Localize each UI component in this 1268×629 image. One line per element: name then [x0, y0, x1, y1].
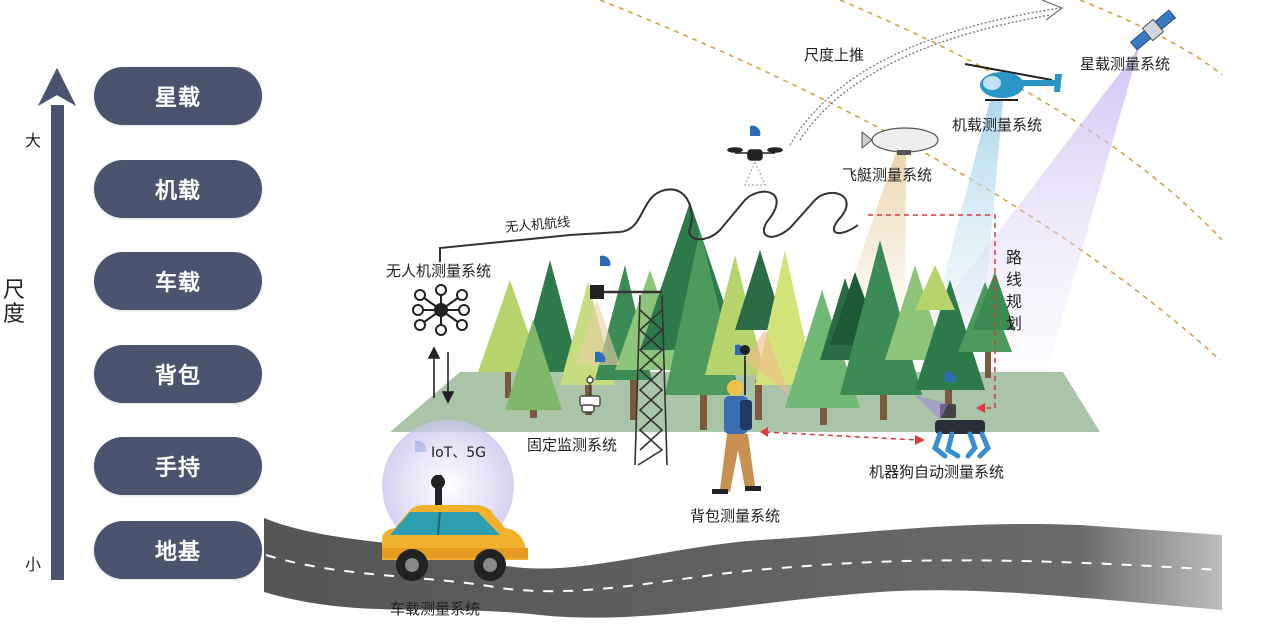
satellite-system-label: 星载测量系统 [1080, 55, 1171, 73]
level-pill-backpack: 背包 [94, 345, 262, 403]
satellite-icon [1129, 9, 1177, 51]
level-pill-handheld: 手持 [94, 437, 262, 495]
route-arrowhead-backpack [760, 427, 768, 437]
orbit-lines [599, 0, 1223, 361]
route-planning-path [764, 214, 996, 441]
survey-car-icon [382, 475, 528, 581]
airship-system-label: 飞艇测量系统 [842, 166, 933, 184]
small-drone-beam [744, 160, 766, 186]
airship-icon [861, 127, 939, 155]
vehicle-system-label: 车载测量系统 [390, 600, 481, 618]
weather-station [579, 375, 601, 415]
uav-system-label: 无人机测量系统 [386, 262, 492, 280]
scale-up-arrow [789, 0, 1064, 146]
scale-axis-arrow [34, 64, 80, 580]
robot-dog-system-label: 机器狗自动测量系统 [869, 463, 1005, 481]
scale-axis-top-label: 大 [25, 131, 42, 150]
scale-axis-bottom-label: 小 [25, 555, 42, 574]
uav-route [439, 188, 859, 262]
backpack-system-label: 背包测量系统 [690, 507, 781, 525]
airborne-system-label: 机载测量系统 [952, 116, 1043, 134]
tower-sensor-beam [575, 300, 620, 365]
route-arrowhead-right [915, 435, 925, 445]
small-drone-icon [727, 147, 783, 161]
level-pill-ground: 地基 [94, 521, 262, 579]
robot-dog-icon [932, 404, 991, 459]
backpack-beam [745, 330, 790, 395]
tower-sensor [590, 285, 604, 299]
uav-updown-arrows [427, 346, 455, 404]
monitoring-tower [600, 290, 668, 466]
scale-up-label: 尺度上推 [804, 46, 865, 64]
route-arrowhead-robot [976, 403, 985, 413]
uav-drone-icon [412, 284, 470, 336]
backpack-person-icon [712, 345, 761, 494]
network-label: IoT、5G [431, 445, 487, 461]
road [264, 518, 1222, 618]
route-planning-label: 路线规划 [1006, 248, 1023, 333]
level-pill-satellite: 星载 [94, 67, 262, 125]
fixed-monitoring-label: 固定监测系统 [527, 436, 618, 454]
scale-axis-title: 尺度 [2, 278, 25, 327]
level-pill-vehicle: 车载 [94, 252, 262, 310]
helicopter-icon [964, 63, 1062, 101]
level-pill-airborne: 机载 [94, 160, 262, 218]
robot-beam [915, 395, 948, 420]
